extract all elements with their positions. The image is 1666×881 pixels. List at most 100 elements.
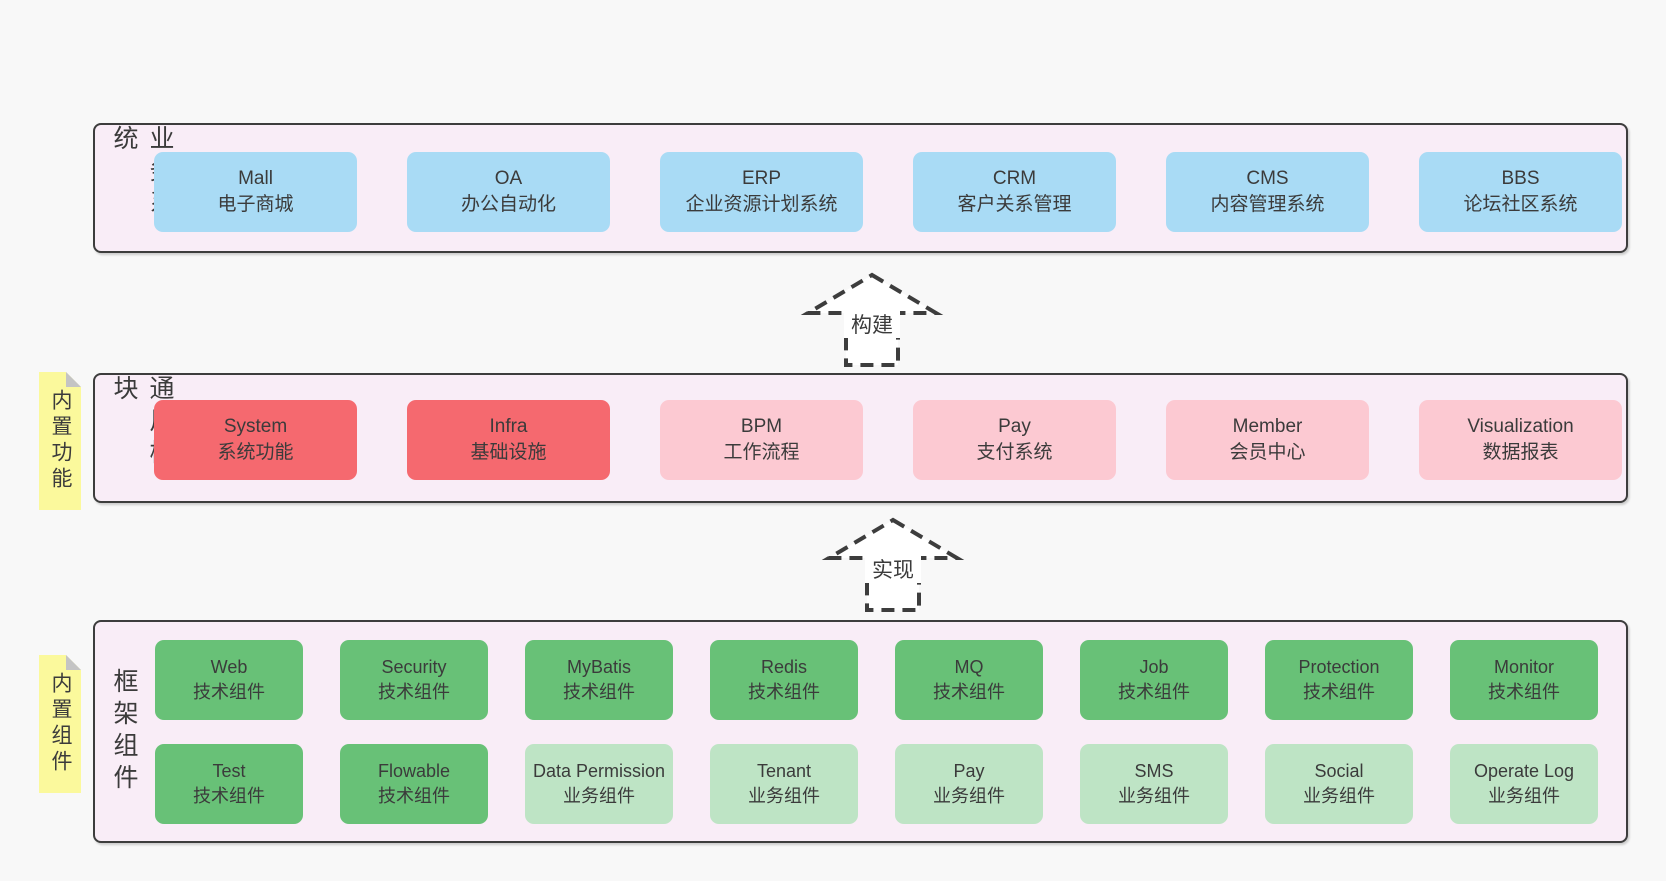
box-name: MQ	[954, 657, 984, 677]
box-name: CRM	[992, 168, 1037, 189]
box-system: System 系统功能	[154, 400, 357, 480]
box-name: OA	[494, 168, 523, 189]
box-social: Social 业务组件	[1265, 744, 1413, 824]
box-name: CMS	[1246, 168, 1289, 189]
layer-framework-components: 框架组件 Web 技术组件 Security 技术组件 MyBatis 技术组件…	[93, 620, 1628, 843]
box-desc: 技术组件	[193, 786, 265, 806]
box-web: Web 技术组件	[155, 640, 303, 720]
box-desc: 技术组件	[1118, 682, 1190, 702]
box-erp: ERP 企业资源计划系统	[660, 152, 863, 232]
box-protection: Protection 技术组件	[1265, 640, 1413, 720]
modules-box-row: System 系统功能 Infra 基础设施 BPM 工作流程 Pay 支付系统…	[154, 400, 1622, 480]
box-name: Protection	[1298, 657, 1380, 677]
box-desc: 业务组件	[563, 786, 635, 806]
box-name: ERP	[741, 168, 782, 189]
box-desc: 客户关系管理	[957, 194, 1072, 215]
box-infra: Infra 基础设施	[407, 400, 610, 480]
box-desc: 企业资源计划系统	[685, 194, 838, 215]
box-desc: 内容管理系统	[1210, 194, 1325, 215]
box-oa: OA 办公自动化	[407, 152, 610, 232]
box-desc: 办公自动化	[460, 194, 556, 215]
note-text: 内置组件	[49, 672, 72, 776]
box-name: MyBatis	[566, 657, 631, 677]
box-name: Social	[1314, 761, 1364, 781]
box-name: Visualization	[1467, 416, 1574, 437]
box-desc: 业务组件	[1488, 786, 1560, 806]
box-name: Monitor	[1493, 657, 1555, 677]
box-visualization: Visualization 数据报表	[1419, 400, 1622, 480]
note-text: 内置功能	[49, 389, 72, 493]
box-crm: CRM 客户关系管理	[913, 152, 1116, 232]
box-name: BBS	[1501, 168, 1540, 189]
arrow-up-build: 构建	[800, 272, 944, 367]
layer-business-systems: 业务系统 Mall 电子商城 OA 办公自动化 ERP 企业资源计划系统 CRM…	[93, 123, 1628, 253]
box-name: Member	[1232, 416, 1303, 437]
box-name: Operate Log	[1473, 761, 1575, 781]
box-desc: 基础设施	[470, 442, 547, 463]
box-desc: 电子商城	[217, 194, 294, 215]
box-desc: 技术组件	[378, 682, 450, 702]
box-desc: 技术组件	[1303, 682, 1375, 702]
arrow-up-implement: 实现	[821, 517, 965, 612]
note-built-in-functions: 内置功能	[39, 372, 81, 510]
box-test: Test 技术组件	[155, 744, 303, 824]
box-name: System	[223, 416, 288, 437]
box-name: Data Permission	[532, 761, 666, 781]
box-desc: 技术组件	[378, 786, 450, 806]
arrow-label-bg	[844, 310, 900, 338]
box-bpm: BPM 工作流程	[660, 400, 863, 480]
box-desc: 业务组件	[748, 786, 820, 806]
box-desc: 工作流程	[723, 442, 800, 463]
layer-label-text: 框架组件	[110, 667, 138, 796]
box-desc: 会员中心	[1229, 442, 1306, 463]
layer-common-modules: 通用模块 System 系统功能 Infra 基础设施 BPM 工作流程 Pay…	[93, 373, 1628, 503]
box-name: Web	[210, 657, 248, 677]
box-name: Pay	[998, 416, 1031, 437]
box-name: Infra	[489, 416, 528, 437]
box-name: Pay	[953, 761, 985, 781]
box-name: Security	[381, 657, 447, 677]
box-desc: 业务组件	[1118, 786, 1190, 806]
box-bbs: BBS 论坛社区系统	[1419, 152, 1622, 232]
box-pay-module: Pay 支付系统	[913, 400, 1116, 480]
box-desc: 支付系统	[976, 442, 1053, 463]
box-data-permission: Data Permission 业务组件	[525, 744, 673, 824]
note-built-in-components: 内置组件	[39, 655, 81, 793]
arrow-label: 实现	[872, 559, 914, 582]
box-desc: 技术组件	[933, 682, 1005, 702]
box-member: Member 会员中心	[1166, 400, 1369, 480]
arrow-label-bg	[865, 555, 921, 583]
arrow-label: 构建	[851, 314, 893, 337]
box-monitor: Monitor 技术组件	[1450, 640, 1598, 720]
box-desc: 技术组件	[748, 682, 820, 702]
box-tenant: Tenant 业务组件	[710, 744, 858, 824]
business-box-row: Mall 电子商城 OA 办公自动化 ERP 企业资源计划系统 CRM 客户关系…	[154, 152, 1622, 232]
box-sms: SMS 业务组件	[1080, 744, 1228, 824]
box-mybatis: MyBatis 技术组件	[525, 640, 673, 720]
layer-label-components: 框架组件	[106, 622, 142, 841]
components-box-row-1: Web 技术组件 Security 技术组件 MyBatis 技术组件 Redi…	[155, 640, 1598, 720]
box-desc: 业务组件	[1303, 786, 1375, 806]
box-desc: 论坛社区系统	[1463, 194, 1578, 215]
box-operate-log: Operate Log 业务组件	[1450, 744, 1598, 824]
box-name: Job	[1139, 657, 1169, 677]
box-name: Redis	[760, 657, 808, 677]
box-desc: 技术组件	[193, 682, 265, 702]
box-desc: 数据报表	[1482, 442, 1559, 463]
box-name: Mall	[238, 168, 273, 189]
box-mall: Mall 电子商城	[154, 152, 357, 232]
box-name: Tenant	[756, 761, 812, 781]
box-desc: 业务组件	[933, 786, 1005, 806]
box-job: Job 技术组件	[1080, 640, 1228, 720]
box-desc: 技术组件	[563, 682, 635, 702]
box-name: Test	[212, 761, 246, 781]
box-name: BPM	[740, 416, 783, 437]
box-desc: 系统功能	[217, 442, 294, 463]
box-pay-component: Pay 业务组件	[895, 744, 1043, 824]
box-redis: Redis 技术组件	[710, 640, 858, 720]
components-box-row-2: Test 技术组件 Flowable 技术组件 Data Permission …	[155, 744, 1598, 824]
box-cms: CMS 内容管理系统	[1166, 152, 1369, 232]
box-name: SMS	[1134, 761, 1174, 781]
box-flowable: Flowable 技术组件	[340, 744, 488, 824]
